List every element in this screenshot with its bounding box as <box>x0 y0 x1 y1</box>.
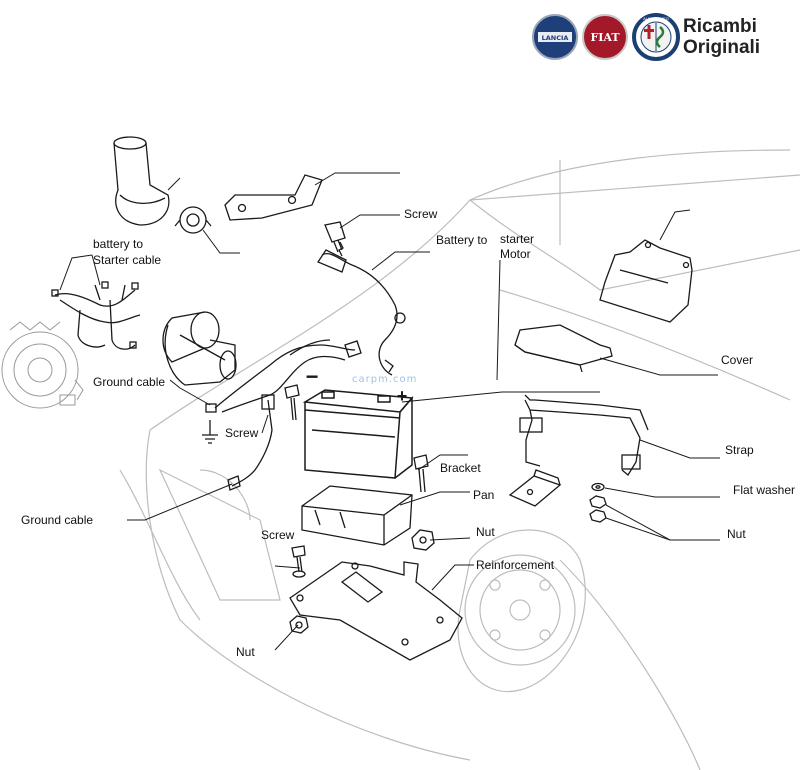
brand-title-line2: Originali <box>683 37 761 58</box>
bottom-screw-part <box>291 545 306 578</box>
center-nut-part <box>411 529 435 551</box>
starter-harness-part <box>51 281 141 350</box>
label-nut-center: Nut <box>476 525 495 539</box>
label-ground-cable-lower: Ground cable <box>21 513 94 527</box>
leader-lines <box>59 172 720 651</box>
label-screw-bottom: Screw <box>261 528 295 542</box>
label-screw-mid: Screw <box>225 426 259 440</box>
right-nut-part <box>589 495 607 523</box>
svg-text:ALFA ROMEO: ALFA ROMEO <box>643 16 669 21</box>
grommet-part <box>174 206 212 234</box>
battery-starter-cable-part <box>317 249 406 376</box>
angle-bracket-part <box>224 174 323 221</box>
car-body-sketch <box>119 149 801 770</box>
alfa-romeo-logo: ALFA ROMEO <box>632 13 680 61</box>
bracket-bolt-part <box>413 454 429 493</box>
label-reinforcement: Reinforcement <box>476 558 555 572</box>
label-nut-bottom: Nut <box>236 645 255 659</box>
battery-harness-part <box>205 339 362 491</box>
top-screw-part <box>324 221 346 257</box>
label-ground-cable-upper: Ground cable <box>93 375 166 389</box>
label-strap: Strap <box>725 443 754 457</box>
label-battery-to: Battery to <box>436 233 488 247</box>
label-pan: Pan <box>473 488 495 502</box>
lancia-logo: LANCIA <box>532 14 578 60</box>
label-bracket: Bracket <box>440 461 481 475</box>
label-starter: starter <box>500 232 535 246</box>
label-cover: Cover <box>721 353 754 367</box>
battery-part <box>302 389 414 479</box>
negative-terminal-symbol: − <box>306 364 319 389</box>
middle-screw-part <box>284 384 300 421</box>
battery-pan-part <box>301 485 413 546</box>
ground-symbol <box>202 420 218 444</box>
starter-motor-part <box>162 311 237 386</box>
watermark-text: carpm.com <box>352 374 418 385</box>
alternator-sketch <box>1 321 84 409</box>
svg-text:FIAT: FIAT <box>590 31 620 44</box>
label-flat-washer: Flat washer <box>733 483 796 497</box>
label-nut-right: Nut <box>727 527 746 541</box>
brand-title: Ricambi Originali <box>683 16 760 58</box>
right-bracket-plate-part <box>599 239 693 323</box>
flat-washer-part <box>591 482 605 492</box>
fiat-logo: FIAT <box>582 14 628 60</box>
label-screw-top: Screw <box>404 207 438 221</box>
hook-bracket-part <box>508 469 562 507</box>
terminal-cover-part <box>514 324 613 373</box>
brand-title-line1: Ricambi <box>683 16 757 37</box>
vent-hose-part <box>113 136 170 226</box>
label-starter-cable: Starter cable <box>93 253 162 267</box>
svg-text:LANCIA: LANCIA <box>542 34 569 42</box>
reinforcement-plate-part <box>289 561 463 661</box>
label-battery-to-lower: battery to <box>93 237 144 251</box>
positive-terminal-symbol: + <box>397 386 408 406</box>
label-motor: Motor <box>500 247 531 261</box>
hold-down-strap-part <box>519 394 649 476</box>
